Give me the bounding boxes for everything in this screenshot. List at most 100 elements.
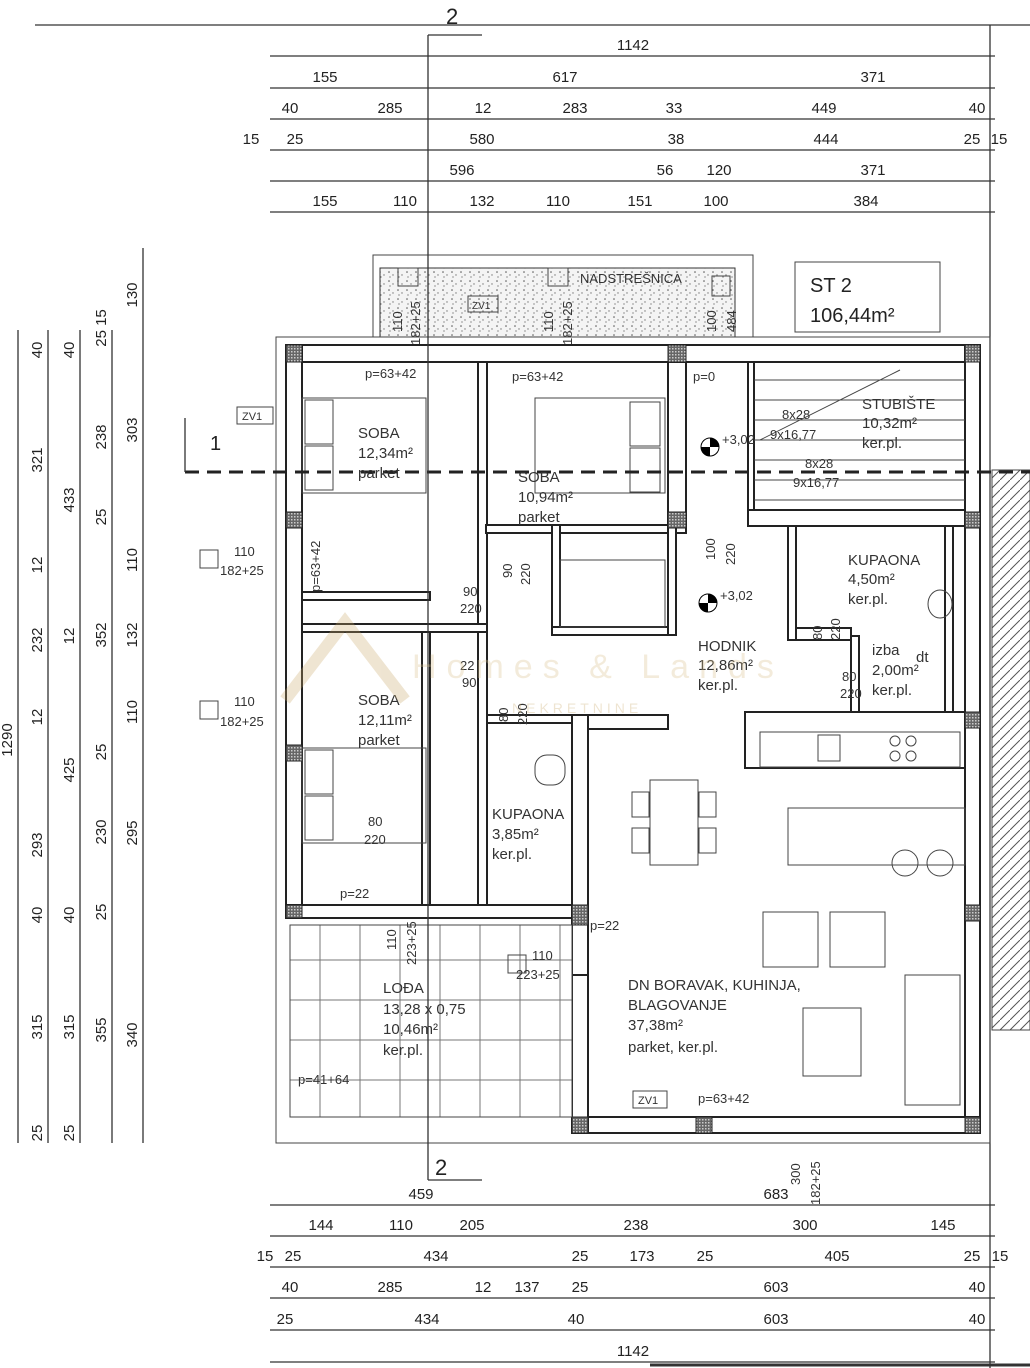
dimension-label: 25 — [964, 1248, 981, 1265]
dimension-label: 371 — [860, 162, 885, 179]
dimension-label: 12 — [61, 628, 78, 645]
dimension-label: 355 — [93, 1017, 110, 1042]
svg-text:Homes & Lands: Homes & Lands — [412, 648, 784, 686]
svg-text:37,38m²: 37,38m² — [628, 1017, 683, 1034]
svg-text:8x28: 8x28 — [782, 407, 810, 422]
furniture — [301, 397, 966, 1106]
dimension-label: 283 — [562, 100, 587, 117]
dimension-label: 303 — [124, 417, 141, 442]
dimension-label: 40 — [969, 1279, 986, 1296]
dimension-label: 173 — [629, 1248, 654, 1265]
dimension-label: 25 — [285, 1248, 302, 1265]
dimension-label: 144 — [308, 1217, 333, 1234]
dimension-label: 371 — [860, 69, 885, 86]
svg-text:ker.pl.: ker.pl. — [872, 682, 912, 699]
svg-text:90: 90 — [500, 564, 515, 578]
dimension-label: 155 — [312, 193, 337, 210]
dimension-label: 340 — [124, 1022, 141, 1047]
annotations: p=63+42 p=63+42 p=0 p=63+42 8x28 9x16,77… — [199, 366, 862, 1205]
svg-text:ZV1: ZV1 — [242, 411, 262, 423]
svg-text:110: 110 — [384, 929, 399, 950]
dimension-label: 25 — [572, 1248, 589, 1265]
stairs — [754, 369, 965, 501]
dimension-label: 238 — [93, 424, 110, 449]
svg-text:SOBA: SOBA — [358, 692, 400, 709]
svg-text:110: 110 — [532, 948, 553, 963]
svg-text:182+25: 182+25 — [220, 714, 264, 729]
svg-text:80: 80 — [810, 626, 825, 640]
dimension-label: 33 — [666, 100, 683, 117]
svg-text:10,94m²: 10,94m² — [518, 489, 573, 506]
dimension-label: 110 — [124, 548, 141, 572]
svg-text:3,85m²: 3,85m² — [492, 826, 539, 843]
section-2-label-top: 2 — [446, 4, 458, 29]
svg-text:2,00m²: 2,00m² — [872, 662, 919, 679]
svg-text:+3,02: +3,02 — [720, 588, 753, 603]
dimension-label: 25 — [29, 1125, 46, 1142]
dimension-label: 25 — [61, 1125, 78, 1142]
dimension-label: 1142 — [617, 37, 649, 54]
dimension-label: 110 — [389, 1217, 413, 1234]
dimension-label: 151 — [627, 193, 652, 210]
dimension-label: 25 — [572, 1279, 589, 1296]
dimension-label: 300 — [792, 1217, 817, 1234]
svg-text:ker.pl.: ker.pl. — [383, 1042, 423, 1059]
neighbour-hatch — [991, 469, 1030, 1031]
svg-text:STUBIŠTE: STUBIŠTE — [862, 396, 935, 413]
dimension-label: 110 — [124, 700, 141, 724]
dimension-label: 40 — [29, 342, 46, 359]
room-labels: SOBA 12,34m² parket SOBA 10,94m² parket STUB… — [358, 396, 935, 1059]
svg-text:dt: dt — [916, 649, 929, 666]
svg-text:80: 80 — [496, 708, 511, 722]
svg-text:ZV1: ZV1 — [638, 1095, 658, 1107]
dimension-label: 56 — [657, 162, 674, 179]
svg-text:110: 110 — [390, 311, 405, 332]
svg-text:KUPAONA: KUPAONA — [848, 552, 920, 569]
dimension-label: 25 — [93, 509, 110, 526]
svg-text:220: 220 — [364, 832, 386, 847]
dimension-label: 40 — [282, 1279, 299, 1296]
svg-text:parket: parket — [518, 509, 561, 526]
unit-label-box: ST 2 106,44m² — [794, 261, 941, 333]
canopy: NADSTREŠNICA ZV1 110 182+25 110 182+25 1… — [372, 254, 754, 345]
room-living: DN BORAVAK, KUHINJA,BLAGOVANJE37,38m²par… — [628, 977, 801, 1056]
dimension-label: 40 — [61, 907, 78, 924]
dimension-label: 603 — [763, 1311, 788, 1328]
svg-text:parket, ker.pl.: parket, ker.pl. — [628, 1039, 718, 1056]
loggia-tiles — [289, 924, 573, 1118]
svg-text:p=22: p=22 — [590, 918, 619, 933]
unit-name: ST 2 — [810, 275, 852, 297]
svg-text:ker.pl.: ker.pl. — [492, 846, 532, 863]
dimension-label: 205 — [459, 1217, 484, 1234]
svg-text:parket: parket — [358, 465, 401, 482]
svg-text:22: 22 — [460, 658, 474, 673]
dimension-label: 40 — [29, 907, 46, 924]
dimension-label: 25 — [697, 1248, 714, 1265]
dimension-label: 433 — [61, 487, 78, 512]
svg-text:ker.pl.: ker.pl. — [862, 435, 902, 452]
dimension-label: 137 — [514, 1279, 539, 1296]
svg-text:182+25: 182+25 — [808, 1161, 823, 1205]
svg-text:SOBA: SOBA — [358, 425, 400, 442]
svg-text:182+25: 182+25 — [560, 301, 575, 345]
dimension-label: 295 — [124, 820, 141, 845]
svg-text:220: 220 — [518, 563, 533, 585]
dimension-label: 25 — [287, 131, 304, 148]
svg-text:8x28: 8x28 — [805, 456, 833, 471]
walls — [285, 344, 981, 1134]
svg-text:parket: parket — [358, 732, 401, 749]
svg-text:HODNIK: HODNIK — [698, 638, 756, 655]
svg-text:12,34m²: 12,34m² — [358, 445, 413, 462]
building-outline — [275, 336, 991, 1144]
svg-text:p=63+42: p=63+42 — [698, 1091, 749, 1106]
dimension-label: 12 — [29, 709, 46, 726]
dimension-label: 285 — [377, 100, 402, 117]
